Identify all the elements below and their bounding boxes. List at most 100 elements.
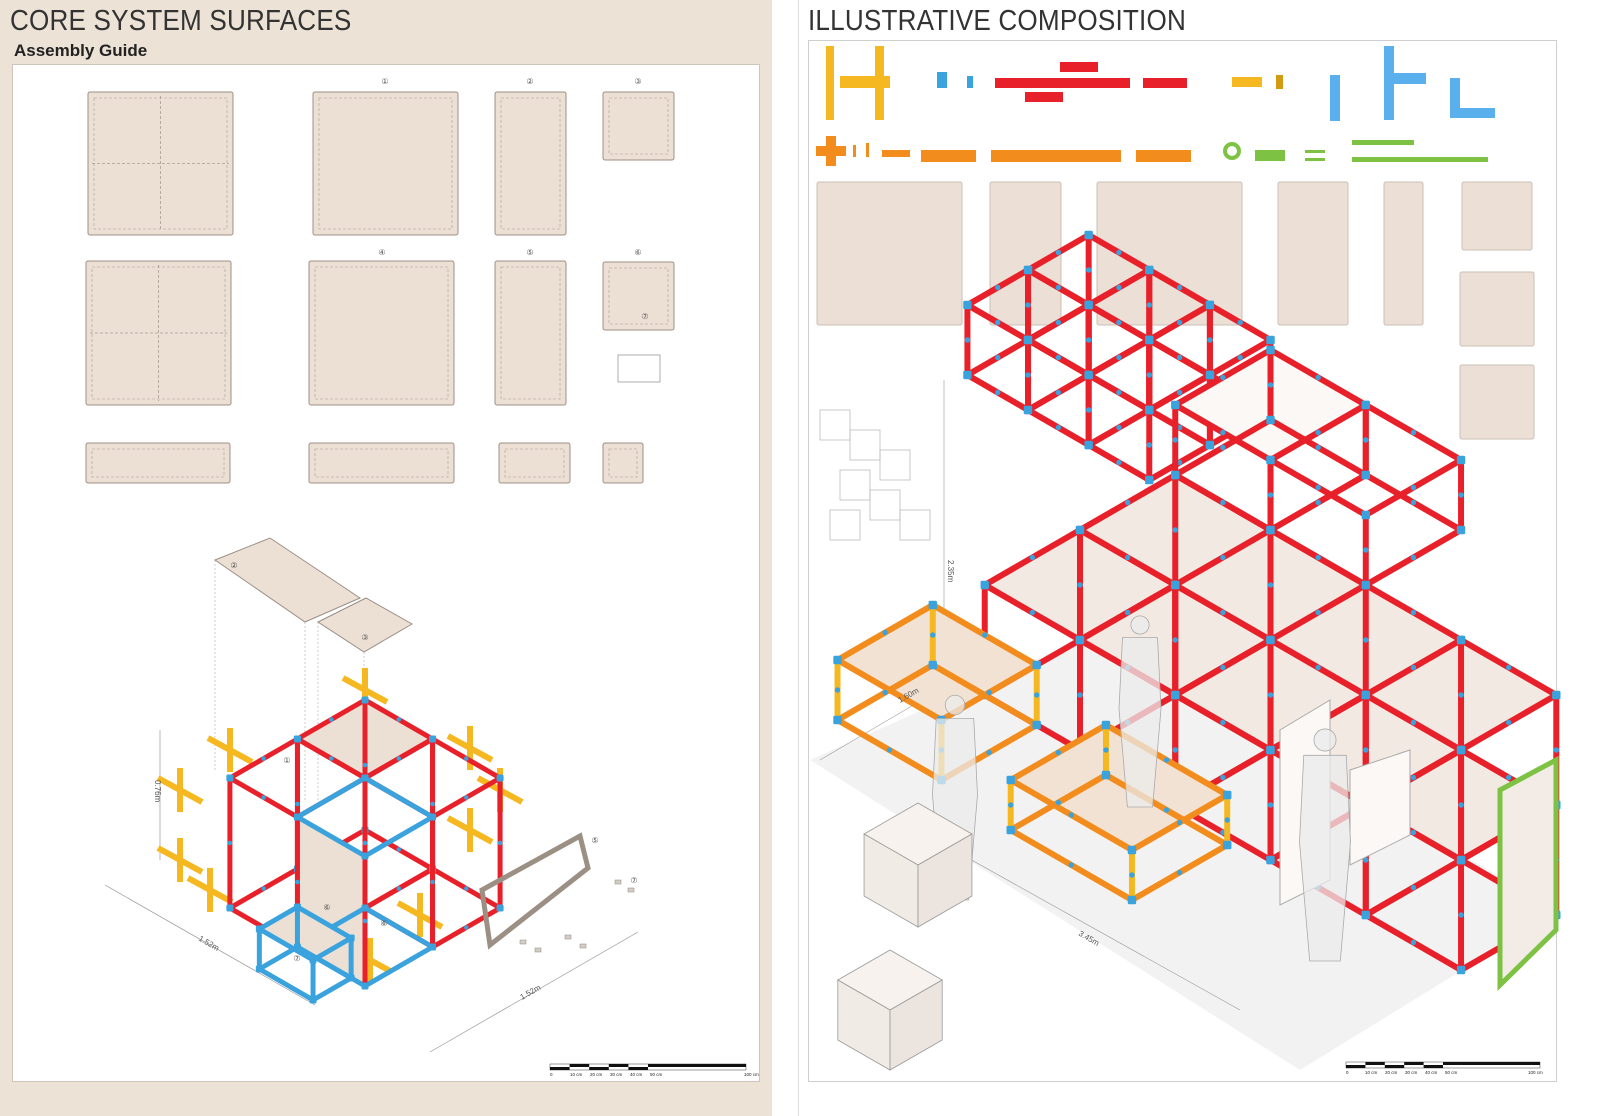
node-connector — [1266, 415, 1275, 425]
clip-connector — [348, 955, 354, 961]
node-connector — [1205, 440, 1215, 450]
clip-connector — [310, 977, 316, 983]
clip-connector — [295, 801, 300, 807]
surface-panel — [816, 181, 963, 326]
surface-panel — [1459, 364, 1535, 440]
clip-connector — [1315, 554, 1321, 561]
clip-connector — [1410, 609, 1417, 616]
standing-person-silhouette-head — [1313, 728, 1337, 752]
node-connector — [1456, 635, 1466, 645]
seated-person-silhouette-upper-body — [1118, 637, 1162, 808]
node-connector — [1171, 400, 1180, 410]
clip-connector — [1103, 747, 1109, 753]
clip-connector — [1176, 819, 1183, 826]
node-connector — [1023, 335, 1033, 345]
clip-connector — [1267, 582, 1274, 588]
node-connector — [1101, 720, 1111, 730]
clip-connector — [1176, 389, 1183, 396]
right-isometric-composition — [810, 230, 1561, 1071]
exploded-clip-7 — [627, 887, 635, 893]
blue-corner-vertical — [1450, 78, 1460, 118]
node-connector — [1084, 300, 1093, 310]
clip-connector — [497, 840, 503, 846]
cut-panel-layout — [85, 91, 1535, 484]
clip-connector — [1055, 319, 1062, 326]
node-connector — [1266, 525, 1275, 535]
node-connector — [928, 660, 937, 670]
surface-panel — [1383, 181, 1424, 326]
clip-connector — [1172, 437, 1178, 443]
scale-left-tick-2: 20 cm — [590, 1072, 603, 1077]
clip-connector — [276, 915, 281, 921]
exploded-frame-panel-5 — [479, 832, 591, 950]
node-connector — [1205, 300, 1215, 310]
clip-connector — [1055, 389, 1062, 396]
clip-connector — [1172, 747, 1178, 753]
clip-connector — [1025, 372, 1031, 378]
clip-connector — [1220, 499, 1226, 506]
node-connector — [1456, 455, 1466, 465]
node-connector — [1145, 405, 1154, 415]
clip-connector — [1315, 609, 1321, 616]
clip-connector — [1224, 817, 1230, 823]
node-connector — [980, 580, 989, 590]
clip-connector — [986, 689, 992, 696]
node-connector — [361, 852, 369, 860]
clip-connector — [1267, 492, 1274, 498]
clip-connector — [1172, 637, 1178, 643]
node-connector — [293, 813, 301, 821]
clip-connector — [1458, 692, 1464, 698]
node-connector — [347, 934, 355, 942]
clip-connector — [1008, 802, 1014, 808]
clip-connector — [396, 717, 402, 722]
node-connector — [1361, 400, 1370, 410]
clip-connector — [1315, 444, 1321, 451]
standing-person-silhouette-body — [1299, 754, 1351, 962]
seated-person-silhouette-head — [944, 694, 966, 716]
dim-width-left: 1.52m — [197, 934, 221, 953]
clip-connector — [930, 632, 936, 638]
scale-right-tick-5: 50 cm — [1445, 1070, 1458, 1075]
scale-segment — [569, 1064, 590, 1067]
dimension-line — [104, 884, 316, 1006]
scale-segment — [648, 1064, 746, 1067]
iso-label-2: ② — [230, 561, 237, 570]
node-connector — [429, 943, 437, 951]
panel-1 — [312, 91, 459, 236]
clip-connector — [328, 834, 334, 839]
node-connector — [1266, 345, 1275, 355]
clip-connector — [283, 942, 289, 947]
left-isometric-assembly — [104, 537, 639, 1053]
panel-6 — [602, 261, 675, 331]
scale-right-tick-3: 30 cm — [1405, 1070, 1418, 1075]
clip-connector — [1116, 319, 1122, 326]
node-connector — [347, 974, 355, 982]
clip-connector — [1410, 664, 1417, 671]
clip-connector — [295, 924, 300, 930]
scale-left-tick-6: 100 cm — [744, 1072, 759, 1077]
clip-connector — [1220, 374, 1226, 381]
clip-connector — [995, 389, 1001, 396]
clip-connector — [1029, 554, 1036, 561]
clip-connector — [1077, 582, 1083, 588]
node-connector — [1456, 525, 1466, 535]
left-subtitle: Assembly Guide — [14, 41, 148, 60]
node-connector — [1223, 840, 1232, 850]
clip-connector — [1124, 554, 1131, 561]
node-connector — [1006, 825, 1015, 835]
red-beam-short — [1143, 78, 1187, 88]
scale-right-tick-0: 0 — [1346, 1070, 1349, 1075]
clip-connector — [396, 886, 402, 891]
scale-segment — [1404, 1062, 1424, 1065]
clip-connector — [464, 925, 469, 930]
clip-connector — [982, 632, 988, 638]
clip-connector — [1116, 354, 1122, 361]
yellow-cross-connector — [875, 46, 884, 120]
clip-connector — [1068, 862, 1075, 868]
iso-label-5: ⑤ — [591, 836, 598, 845]
clip-connector — [328, 717, 334, 722]
node-connector — [1145, 265, 1154, 275]
node-connector — [833, 655, 842, 665]
node-connector — [1023, 405, 1033, 415]
clip-connector — [261, 756, 266, 761]
